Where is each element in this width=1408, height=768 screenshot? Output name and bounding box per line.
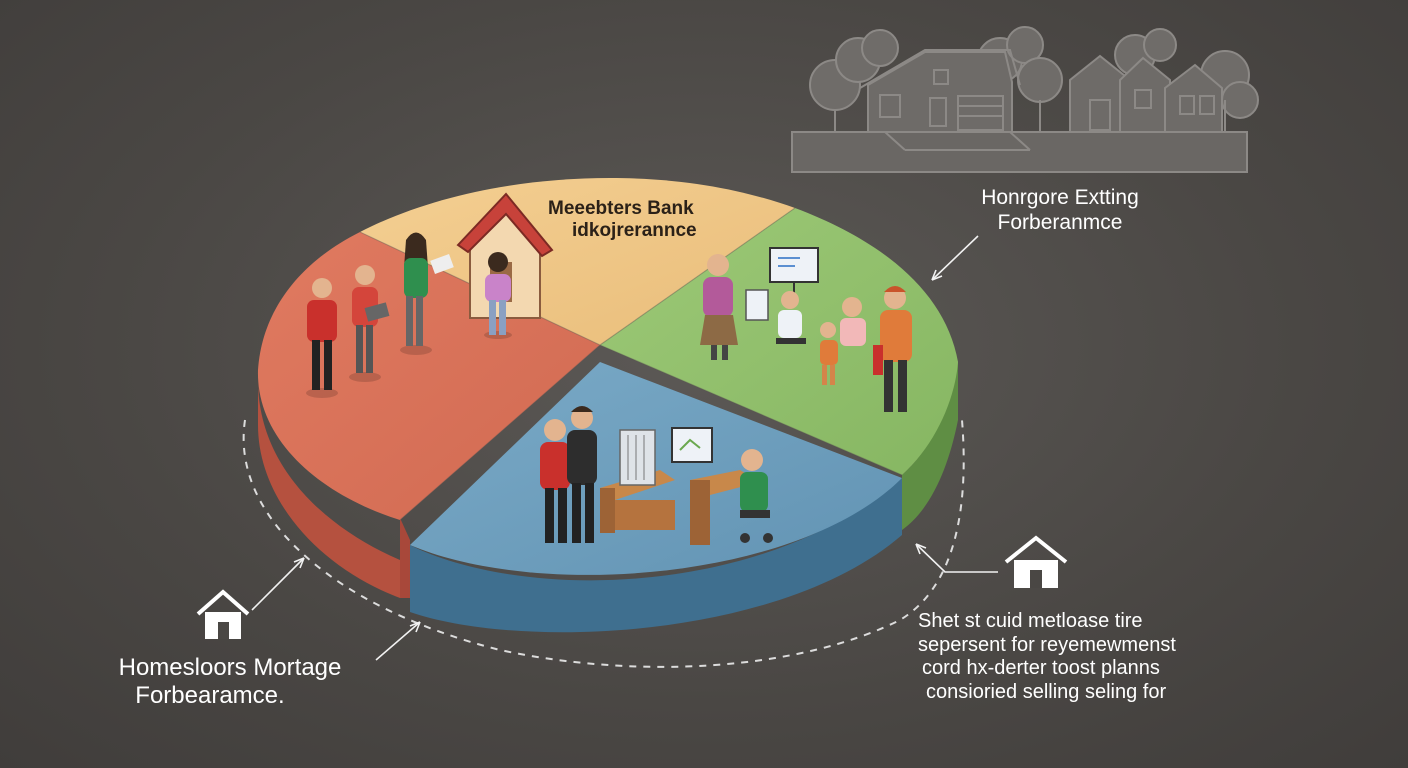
bottom-left-label: Homesloors Mortage Forbearamce. [80, 654, 380, 711]
slice-yellow [360, 178, 795, 345]
bottom-right-label: Shet st cuid metloase tire sepersent for… [918, 610, 1278, 704]
slice-red [257, 232, 600, 520]
bottom-right-label-line-4: consioried selling seling for [926, 680, 1167, 703]
pie-top-label-line-2: idkojrerannce [572, 220, 697, 242]
people-group-blue [540, 406, 773, 545]
top-right-label-line-2: Forberanmce [997, 210, 1123, 234]
people-group-green [700, 247, 912, 412]
dashed-orbit [242, 419, 965, 668]
slice-blue [410, 362, 902, 575]
connector-arrows [251, 235, 998, 661]
bottom-right-label-line-2: sepersent for reyemewmenst [918, 633, 1176, 656]
bottom-right-label-line-3: cord hx-derter toost planns [922, 657, 1160, 680]
top-right-label: Honrgore Extting Forberanmce [940, 186, 1180, 236]
pie-sides [258, 360, 958, 633]
slice-red-side [258, 380, 400, 598]
bottom-right-label-line-1: Shet st cuid metloase tire [918, 610, 1143, 632]
slice-blue-side [410, 478, 902, 633]
bottom-left-label-line-2: Forbearamce. [135, 682, 285, 710]
house-icon [196, 589, 250, 639]
neighborhood-sketch [791, 26, 1259, 173]
pie-top-label: Meeebters Bank idkojrerannce [548, 198, 728, 243]
bottom-left-label-line-1: Homesloors Mortage [118, 654, 342, 681]
slice-green-side [902, 360, 958, 530]
pie-top-label-line-1: Meeebters Bank [548, 198, 694, 219]
top-right-label-line-1: Honrgore Extting [981, 186, 1139, 209]
house-icon [1004, 535, 1068, 588]
people-group-red [306, 232, 512, 398]
